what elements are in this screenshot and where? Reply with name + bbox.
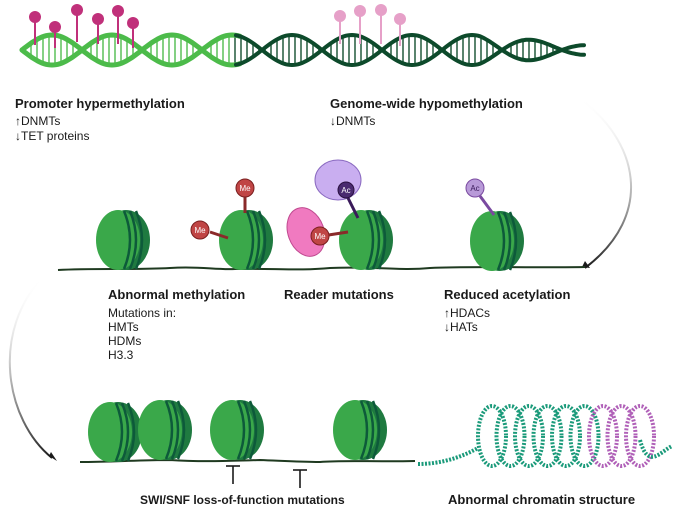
methyl-lollipop	[92, 13, 104, 25]
abnormal-chromatin-coil	[417, 404, 673, 468]
ac-mark	[465, 178, 485, 198]
promoter-line-2-text: TET proteins	[21, 129, 90, 143]
abnormal-methylation-line: HDMs	[108, 334, 142, 348]
abnormal-methylation-line: HMTs	[108, 320, 139, 334]
chromatin-coil-loop	[568, 404, 601, 468]
reduced-acetylation-line-2: ↓HATs	[444, 320, 478, 335]
flow-arrow-right	[574, 94, 632, 269]
swisnf-inhibition-marks	[226, 465, 307, 488]
chromatin-coil-loop	[550, 404, 582, 468]
methyl-lollipop	[375, 4, 387, 16]
chromatin-coil-loop	[605, 404, 638, 468]
genome-line-1-text: DNMTs	[336, 114, 376, 128]
methyl-lollipop	[334, 10, 346, 22]
me-mark-label: Me	[194, 226, 206, 235]
promoter-title: Promoter hypermethylation	[15, 96, 185, 111]
chromatin-coil-loop	[513, 404, 545, 468]
nucleosome	[88, 402, 142, 462]
me-mark	[235, 178, 255, 198]
methyl-lollipop	[112, 5, 124, 17]
chromatin-strand-mid	[57, 266, 586, 271]
up-arrow-icon: ↑	[15, 114, 21, 128]
arrowhead	[49, 452, 57, 461]
abnormal-methylation-title: Abnormal methylation	[108, 287, 246, 302]
nucleosome	[219, 210, 273, 270]
ac-mark-label: Ac	[470, 184, 479, 193]
abnormal-methylation-line: Mutations in:	[108, 306, 177, 320]
chromatin-fiber	[638, 439, 673, 459]
me-mark	[310, 226, 330, 246]
dna-strand	[234, 32, 586, 68]
abnormal-methylation-line: H3.3	[108, 348, 134, 362]
chromatin-coil-loop	[587, 404, 619, 468]
methyl-lollipop	[49, 21, 61, 33]
promoter-line-2: ↓TET proteins	[15, 129, 89, 144]
promoter-methyl-marks	[29, 4, 139, 48]
reduced-acetylation-title: Reduced acetylation	[444, 287, 571, 302]
down-arrow-icon: ↓	[444, 320, 450, 334]
genome-methyl-marks	[334, 4, 406, 46]
nucleosome	[210, 400, 264, 460]
reduced-acetylation-line-1: ↑HDACs	[444, 306, 490, 321]
nucleosome	[138, 400, 192, 460]
down-arrow-icon: ↓	[15, 129, 21, 143]
methyl-lollipop	[29, 11, 41, 23]
chromatin-strand-bottom	[79, 458, 416, 464]
nucleosome	[339, 210, 393, 270]
nucleosome	[96, 210, 150, 270]
promoter-line-1: ↑DNMTs	[15, 114, 60, 129]
reduced-acetylation-line-2-text: HATs	[450, 320, 478, 334]
dna-double-helix	[19, 32, 586, 68]
nucleosome	[470, 211, 524, 271]
chromatin-coil-loop	[624, 404, 656, 468]
reader-protein-lavender	[314, 159, 362, 201]
mid-modifications: Me Me Me Ac Ac	[190, 159, 496, 257]
me-mark	[190, 220, 210, 240]
reduced-acetylation-line-1-text: HDACs	[450, 306, 491, 320]
up-arrow-icon: ↑	[444, 306, 450, 320]
methyl-lollipop	[394, 13, 406, 25]
chromatin-fiber	[417, 446, 479, 466]
nucleosome	[333, 400, 387, 460]
down-arrow-icon: ↓	[330, 114, 336, 128]
me-mark-label: Me	[314, 232, 326, 241]
genome-line-1: ↓DNMTs	[330, 114, 375, 129]
dna-strand	[234, 32, 586, 68]
dna-strand	[19, 32, 243, 68]
swisnf-title: SWI/SNF loss-of-function mutations	[140, 493, 345, 507]
chromatin-coil-loop	[531, 404, 564, 468]
promoter-line-1-text: DNMTs	[21, 114, 61, 128]
methyl-lollipop	[354, 5, 366, 17]
chromatin-coil-loop	[476, 404, 508, 468]
reader-mutations-title: Reader mutations	[284, 287, 394, 302]
methyl-lollipop	[127, 17, 139, 29]
chromatin-structure-title: Abnormal chromatin structure	[448, 492, 636, 507]
methyl-lollipop	[71, 4, 83, 16]
flow-arrow-left	[8, 274, 53, 459]
me-mark-label: Me	[239, 184, 251, 193]
ac-mark-label: Ac	[341, 186, 350, 195]
genome-title: Genome-wide hypomethylation	[330, 96, 523, 111]
ac-mark	[337, 181, 355, 199]
chromatin-coil-loop	[494, 404, 527, 468]
